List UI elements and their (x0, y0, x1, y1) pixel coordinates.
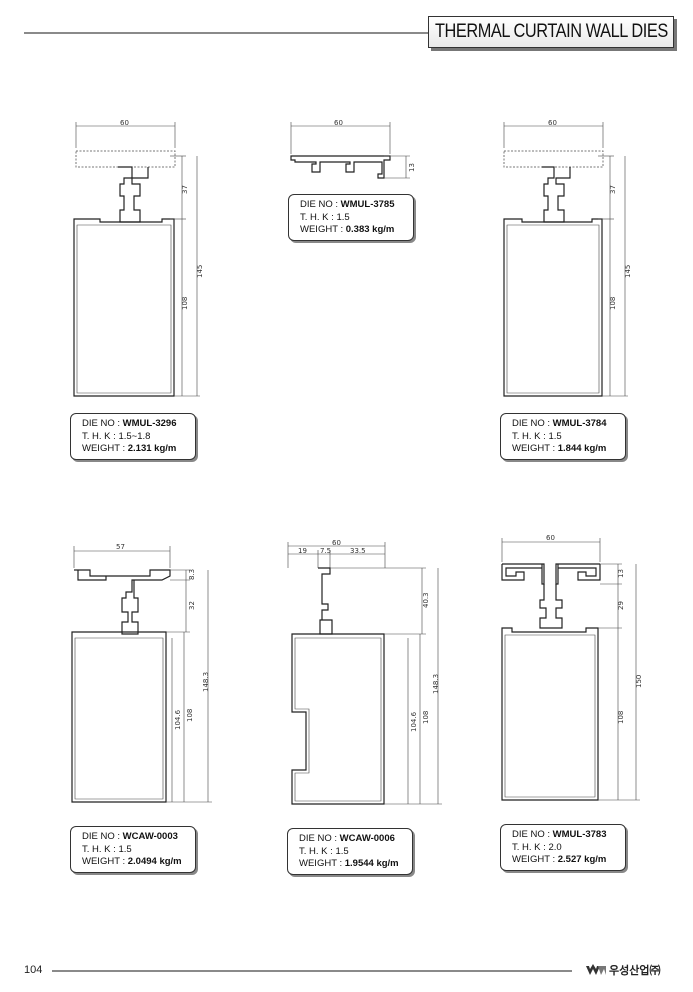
dim-top: 8.3 (188, 569, 196, 580)
dim-total: 150 (635, 675, 643, 688)
dim-width: 60 (334, 119, 343, 127)
dim-body: 108 (186, 709, 194, 722)
dim-w2: 7.5 (320, 547, 331, 555)
die-info-card-wcaw-0003: DIE NO : WCAW-0003 T. H. K : 1.5 WEIGHT … (70, 826, 196, 873)
company-logo-icon (586, 964, 606, 975)
dim-top: 13 (617, 569, 625, 578)
company-name: 우성산업㈜ (609, 964, 661, 977)
die-info-card-wcaw-0006: DIE NO : WCAW-0006 T. H. K : 1.5 WEIGHT … (287, 828, 413, 875)
dim-total: 148.3 (432, 674, 440, 694)
die-info-card-wmul-3784: DIE NO : WMUL-3784 T. H. K : 1.5 WEIGHT … (500, 413, 626, 460)
dim-top: 37 (181, 185, 189, 194)
thk-row: T. H. K : 1.5 (300, 211, 350, 223)
weight-row: WEIGHT : 1.9544 kg/m (299, 858, 399, 869)
die-info-card-wmul-3296: DIE NO : WMUL-3296 T. H. K : 1.5~1.8 WEI… (70, 413, 196, 460)
profile-drawing-wmul-3296: 60 37 108 145 (62, 118, 222, 408)
dim-width: 57 (116, 543, 125, 551)
dim-total: 145 (196, 265, 204, 278)
profile-drawing-wmul-3783: 60 13 29 108 150 (490, 528, 650, 810)
die-no-row: DIE NO : WMUL-3784 (512, 418, 607, 429)
dim-total: 148.3 (202, 672, 210, 692)
dim-width: 60 (332, 539, 341, 547)
dim-inner: 104.6 (174, 709, 182, 730)
dim-mid: 29 (617, 601, 625, 610)
dim-body: 108 (181, 297, 189, 310)
company-logo: 우성산업㈜ (586, 962, 660, 978)
thk-row: T. H. K : 1.5 (512, 430, 562, 442)
dim-total: 145 (624, 265, 632, 278)
weight-row: WEIGHT : 2.0494 kg/m (82, 856, 182, 867)
dim-height: 13 (408, 163, 416, 172)
page-title-box: THERMAL CURTAIN WALL DIES (428, 16, 674, 48)
weight-row: WEIGHT : 2.131 kg/m (82, 443, 177, 454)
die-info-card-wmul-3783: DIE NO : WMUL-3783 T. H. K : 2.0 WEIGHT … (500, 824, 626, 871)
dim-w3: 33.5 (350, 547, 366, 555)
dim-width: 60 (120, 119, 129, 127)
dim-w1: 19 (298, 547, 307, 555)
die-no-row: DIE NO : WCAW-0003 (82, 831, 178, 842)
profile-drawing-wcaw-0006: 60 19 7.5 33.5 40.3 104.6 108 148.3 (280, 538, 450, 810)
dim-mid: 32 (188, 601, 196, 610)
profile-drawing-wmul-3785: 60 13 (288, 118, 428, 188)
weight-row: WEIGHT : 1.844 kg/m (512, 443, 607, 454)
die-info-card-wmul-3785: DIE NO : WMUL-3785 T. H. K : 1.5 WEIGHT … (288, 194, 414, 241)
die-no-row: DIE NO : WMUL-3296 (82, 418, 177, 429)
profile-drawing-wcaw-0003: 57 8.3 32 104.6 108 148.3 (62, 540, 222, 810)
profile-drawing-wmul-3784: 60 37 108 145 (492, 118, 652, 408)
thk-row: T. H. K : 2.0 (512, 841, 562, 853)
thk-row: T. H. K : 1.5 (82, 843, 132, 855)
dim-top: 40.3 (422, 592, 430, 608)
weight-row: WEIGHT : 0.383 kg/m (300, 224, 395, 235)
footer-rule (52, 970, 572, 972)
page-number: 104 (24, 964, 43, 976)
die-no-row: DIE NO : WCAW-0006 (299, 833, 395, 844)
thk-row: T. H. K : 1.5 (299, 845, 349, 857)
dim-width: 60 (548, 119, 557, 127)
header-rule (24, 32, 434, 34)
die-no-row: DIE NO : WMUL-3785 (300, 199, 395, 210)
weight-row: WEIGHT : 2.527 kg/m (512, 854, 607, 865)
die-no-row: DIE NO : WMUL-3783 (512, 829, 607, 840)
dim-body: 108 (617, 711, 625, 724)
dim-top: 37 (609, 185, 617, 194)
dim-body: 108 (609, 297, 617, 310)
dim-width: 60 (546, 534, 555, 542)
page-title: THERMAL CURTAIN WALL DIES (434, 21, 668, 42)
thk-row: T. H. K : 1.5~1.8 (82, 430, 151, 442)
dim-inner: 104.6 (410, 711, 418, 732)
dim-body: 108 (422, 711, 430, 724)
